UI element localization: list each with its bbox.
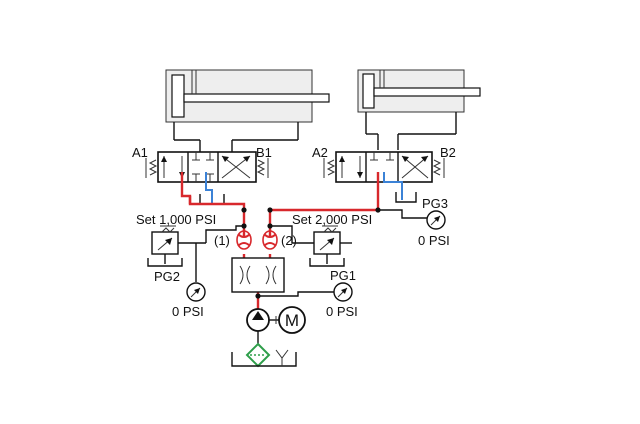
pressure-gauge-pg1-icon bbox=[258, 282, 353, 302]
relief-right-setting-label: Set 2,000 PSI bbox=[292, 212, 372, 227]
relief-valve-left-icon bbox=[147, 225, 244, 282]
pg2-value: 0 PSI bbox=[172, 304, 204, 319]
pg3-label: PG3 bbox=[422, 196, 448, 211]
flow-port-1-label: (1) bbox=[214, 233, 230, 248]
pg1-label: PG1 bbox=[330, 268, 356, 283]
valve-1-port-b-label: B1 bbox=[256, 145, 272, 160]
flow-control-2-icon bbox=[262, 230, 278, 250]
cylinder-1-icon bbox=[165, 69, 330, 152]
tank-icon bbox=[231, 349, 297, 367]
motor-icon: M bbox=[278, 306, 306, 334]
svg-text:M: M bbox=[285, 311, 299, 330]
pressure-gauge-pg3-icon bbox=[378, 209, 446, 230]
relief-valve-right-icon bbox=[270, 225, 352, 267]
flow-port-2-label: (2) bbox=[281, 233, 297, 248]
valve-1-port-a-label: A1 bbox=[132, 145, 148, 160]
flow-control-1-icon bbox=[236, 230, 252, 250]
pg3-value: 0 PSI bbox=[418, 233, 450, 248]
pressure-line-right bbox=[268, 172, 380, 236]
valve-2-port-a-label: A2 bbox=[312, 145, 328, 160]
relief-left-setting-label: Set 1,000 PSI bbox=[136, 212, 216, 227]
flow-divider-icon bbox=[231, 257, 285, 293]
directional-valve-1-icon bbox=[145, 151, 269, 183]
pg1-value: 0 PSI bbox=[326, 304, 358, 319]
pressure-gauge-pg2-icon bbox=[186, 282, 206, 302]
filter-icon bbox=[245, 342, 271, 368]
cylinder-2-icon bbox=[357, 69, 481, 150]
valve-2-port-b-label: B2 bbox=[440, 145, 456, 160]
return-line-valve-2 bbox=[383, 172, 417, 203]
pump-icon bbox=[246, 308, 280, 332]
pg2-label: PG2 bbox=[154, 269, 180, 284]
